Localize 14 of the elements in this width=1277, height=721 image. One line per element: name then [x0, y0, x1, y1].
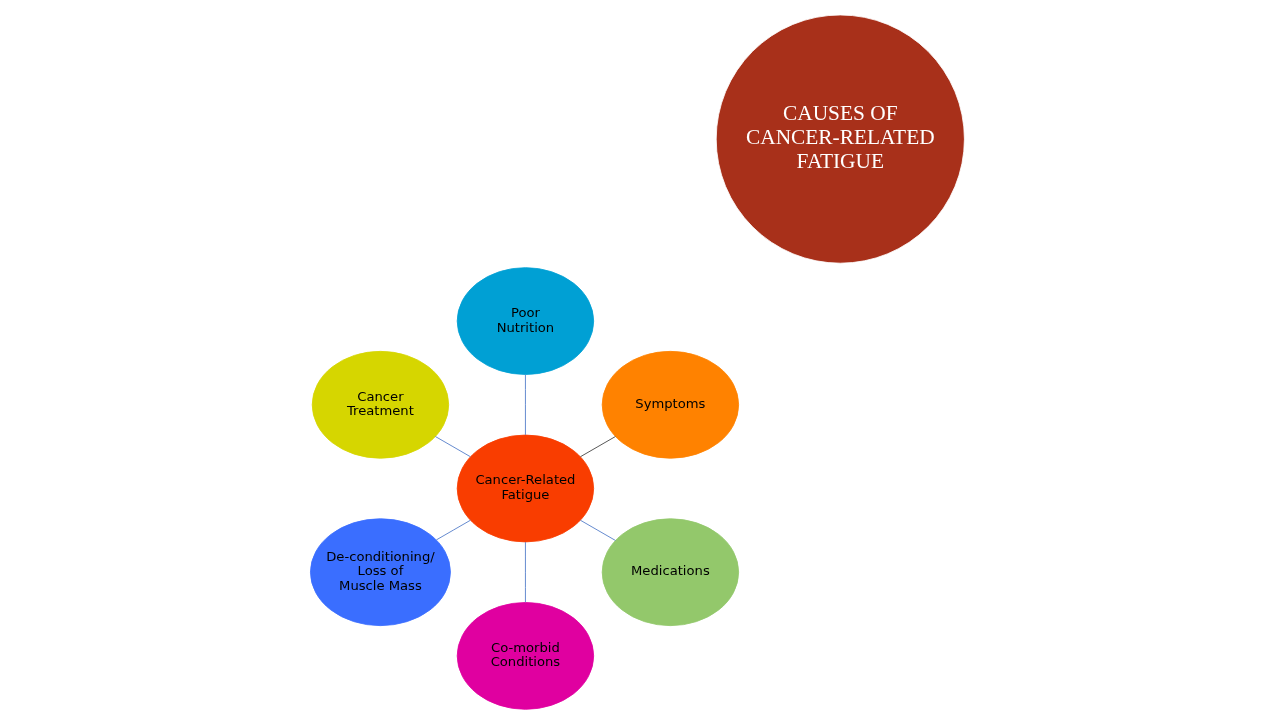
connector [579, 436, 616, 458]
node-ellipse: Cancer Treatment [311, 350, 449, 459]
node-ellipse: Symptoms [601, 350, 739, 459]
node-ellipse: De-conditioning/ Loss of Muscle Mass [309, 518, 451, 627]
connector [579, 519, 616, 541]
connector [524, 541, 526, 603]
node-circle: CAUSES OF CANCER-RELATED FATIGUE [715, 14, 965, 264]
node-ellipse: Cancer-Related Fatigue [456, 434, 594, 543]
connector [434, 436, 471, 458]
node-ellipse: Medications [601, 518, 739, 627]
node-ellipse: Co-morbid Conditions [456, 602, 594, 710]
connector [435, 519, 471, 541]
connector [524, 374, 526, 436]
node-ellipse: Poor Nutrition [456, 267, 594, 375]
